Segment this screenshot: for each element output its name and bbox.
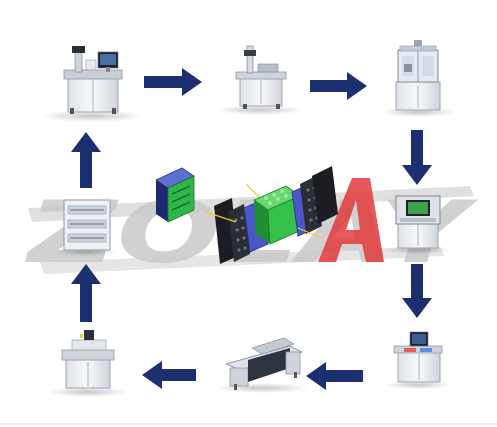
console-machine-icon xyxy=(384,331,452,389)
battery-pack-exploded-icon xyxy=(205,166,338,264)
battery-module-icon xyxy=(155,167,195,223)
machine-with-column-icon xyxy=(216,45,304,115)
conveyor-oven-icon xyxy=(214,337,310,393)
bench-machine-icon xyxy=(48,330,128,397)
enclosed-cabinet-machine-icon xyxy=(380,40,456,117)
arrow-left-2 xyxy=(142,361,196,389)
arrow-down-2 xyxy=(402,264,432,318)
arrow-left-1 xyxy=(306,362,363,390)
arrow-right-1 xyxy=(144,68,202,96)
tester-with-screen-icon xyxy=(384,195,452,254)
machine-with-display-icon xyxy=(40,46,144,122)
arrow-up-1 xyxy=(71,264,101,322)
flow-arrows xyxy=(71,68,432,390)
arrow-up-2 xyxy=(71,132,101,188)
arrow-right-2 xyxy=(310,72,367,100)
watermark-accent-letter xyxy=(318,178,384,262)
stacked-tray-machine-icon xyxy=(54,199,118,256)
arrow-down-1 xyxy=(402,130,432,185)
